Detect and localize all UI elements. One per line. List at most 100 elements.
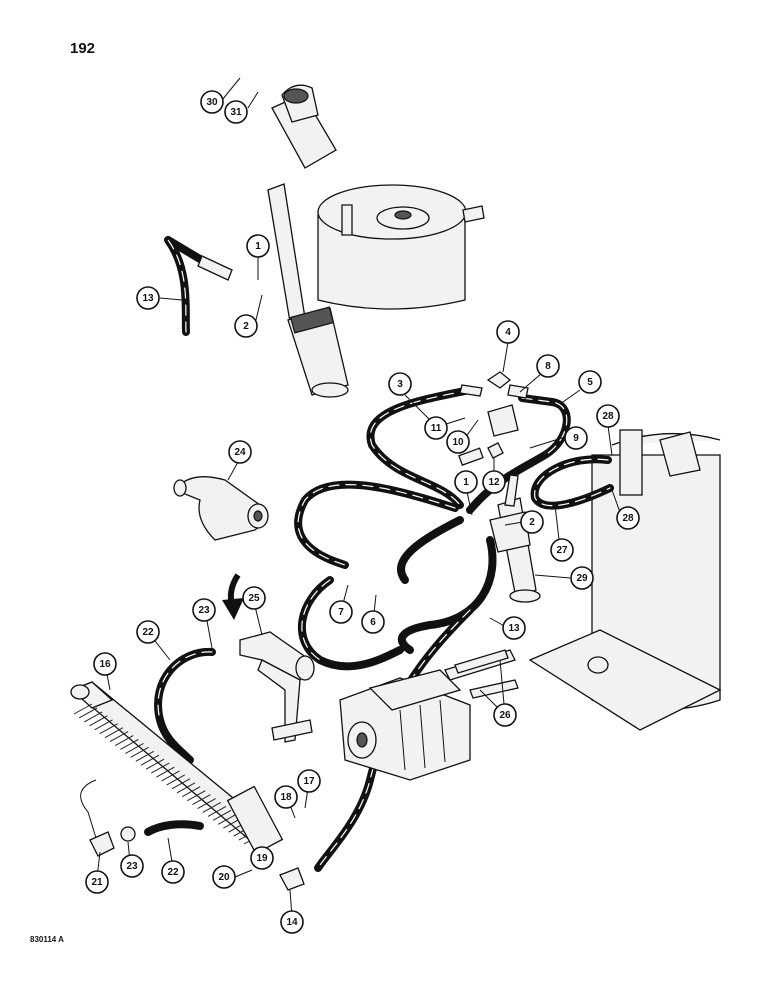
cooler-fin: [161, 770, 180, 782]
callout-circle: [297, 769, 321, 793]
callout-c5: 5: [578, 370, 602, 394]
callout-circle: [161, 860, 185, 884]
callout-c22a: 22: [136, 620, 160, 644]
callout-circle: [228, 440, 252, 464]
callout-c30: 30: [200, 90, 224, 114]
cooler-fin: [130, 746, 149, 758]
callout-circle: [502, 616, 526, 640]
callout-c28a: 28: [596, 404, 620, 428]
callout-c16: 16: [93, 652, 117, 676]
callout-circle: [136, 286, 160, 310]
callout-circle: [192, 598, 216, 622]
callout-c26: 26: [493, 703, 517, 727]
callout-c14: 14: [280, 910, 304, 934]
callout-c6: 6: [361, 610, 385, 634]
elbow-tube-top: [173, 476, 269, 541]
cooler-fin: [78, 707, 98, 719]
upper-cylinder: [267, 84, 349, 398]
callout-label: 21: [91, 877, 103, 888]
callout-label: 31: [230, 107, 242, 118]
figure-code: 830114 A: [30, 935, 64, 944]
callout-label: 18: [280, 792, 292, 803]
callout-circle: [93, 652, 117, 676]
callout-c23a: 23: [192, 598, 216, 622]
callout-c3: 3: [388, 372, 412, 396]
callout-label: 10: [452, 437, 464, 448]
callout-c29: 29: [570, 566, 594, 590]
callout-c13a: 13: [136, 286, 160, 310]
callout-label: 7: [338, 607, 344, 618]
callout-c1b: 1: [454, 470, 478, 494]
callout-circle: [250, 846, 274, 870]
callout-label: 8: [545, 361, 551, 372]
callout-c2b: 2: [520, 510, 544, 534]
callout-label: 24: [234, 447, 246, 458]
cooler-fin: [197, 798, 216, 809]
callout-circle: [224, 100, 248, 124]
callout-label: 28: [602, 411, 614, 422]
callout-circle: [454, 470, 478, 494]
callout-label: 16: [99, 659, 111, 670]
callout-c12: 12: [482, 470, 506, 494]
callout-label: 13: [142, 293, 154, 304]
callout-label: 19: [256, 853, 268, 864]
callout-circle: [200, 90, 224, 114]
callout-circle: [329, 600, 353, 624]
callout-c23b: 23: [120, 854, 144, 878]
cooler-fin: [176, 782, 196, 794]
callout-c7: 7: [329, 600, 353, 624]
upper-tank: [317, 184, 485, 310]
callout-label: 1: [255, 241, 261, 252]
callout-circle: [120, 854, 144, 878]
callout-circle: [446, 430, 470, 454]
hoses: [144, 236, 614, 872]
callout-c4: 4: [496, 320, 520, 344]
callout-label: 2: [529, 517, 535, 528]
callout-label: 6: [370, 617, 376, 628]
elbow-tube-bottom: [239, 631, 315, 743]
callout-circle: [564, 426, 588, 450]
cooler-fin: [73, 703, 93, 715]
callout-circle: [361, 610, 385, 634]
cooler-fin: [171, 778, 191, 790]
cooler-fin: [192, 794, 211, 806]
callout-c21: 21: [85, 870, 109, 894]
callout-c22b: 22: [161, 860, 185, 884]
callout-circle: [482, 470, 506, 494]
cooler-fin: [166, 774, 185, 786]
callout-circle: [280, 910, 304, 934]
callout-circle: [85, 870, 109, 894]
callout-label: 27: [556, 545, 568, 556]
callout-circle: [424, 416, 448, 440]
callout-c25: 25: [242, 586, 266, 610]
callout-label: 22: [142, 627, 154, 638]
lower-reservoir: [528, 429, 722, 731]
callout-c1a: 1: [246, 234, 270, 258]
cooler-fin: [207, 805, 227, 817]
callout-label: 28: [622, 513, 634, 524]
callout-c28b: 28: [616, 506, 640, 530]
cooler-fin: [145, 758, 165, 770]
callout-circle: [496, 320, 520, 344]
cooler-fin: [212, 809, 232, 821]
callout-circle: [570, 566, 594, 590]
cooler-fin: [89, 715, 108, 727]
cooler-fin: [217, 813, 237, 825]
cooler-fin: [114, 735, 134, 746]
cooler-fin: [104, 727, 124, 739]
callout-circle: [136, 620, 160, 644]
callout-c31: 31: [224, 100, 248, 124]
pump: [339, 649, 516, 781]
page-number: 192: [70, 40, 96, 57]
callout-circle: [578, 370, 602, 394]
callout-circle: [550, 538, 574, 562]
cooler-fin: [120, 739, 139, 750]
callout-label: 5: [587, 377, 593, 388]
callout-c10: 10: [446, 430, 470, 454]
callout-label: 17: [303, 776, 315, 787]
callout-c19: 19: [250, 846, 274, 870]
callout-label: 2: [243, 321, 249, 332]
callout-c18: 18: [274, 785, 298, 809]
callout-circle: [274, 785, 298, 809]
